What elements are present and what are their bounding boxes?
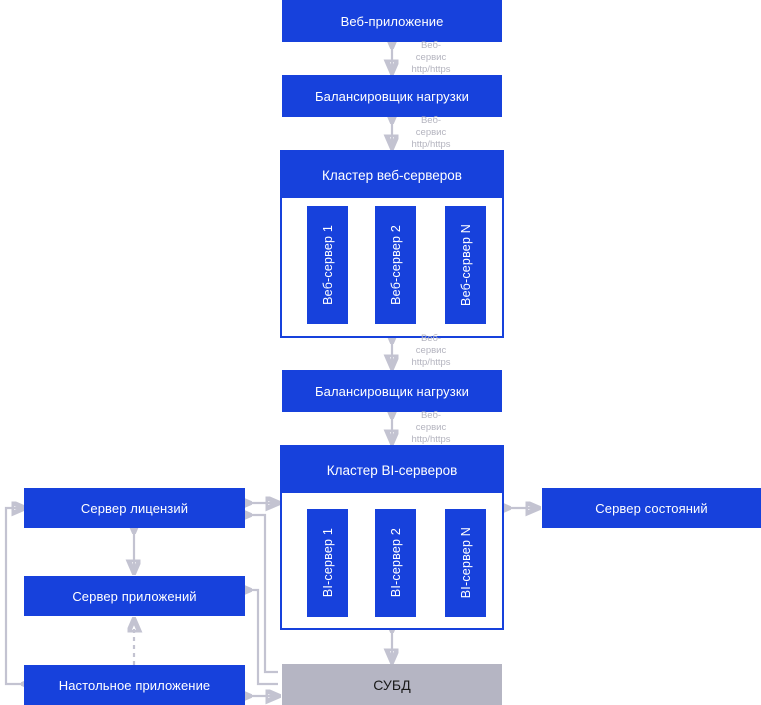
node-label: Балансировщик нагрузки bbox=[315, 383, 469, 399]
node-web-server-2[interactable]: Веб-сервер 2 bbox=[375, 206, 416, 324]
edge-label-web-service-3: Веб- сервис http/https bbox=[411, 333, 451, 368]
node-label: Сервер лицензий bbox=[80, 500, 189, 516]
node-load-balancer-bottom[interactable]: Балансировщик нагрузки bbox=[282, 370, 502, 412]
node-label: Веб-сервер 1 bbox=[320, 225, 335, 305]
edge-desktop-license bbox=[249, 515, 278, 674]
node-web-server-n[interactable]: Веб-сервер N bbox=[445, 206, 486, 324]
node-license-server[interactable]: Сервер лицензий bbox=[24, 488, 245, 528]
node-label: Веб-приложение bbox=[340, 13, 444, 29]
node-bi-server-1[interactable]: BI-сервер 1 bbox=[307, 509, 348, 617]
node-database[interactable]: СУБД bbox=[282, 664, 502, 705]
node-label: Веб-сервер 2 bbox=[388, 225, 403, 305]
node-label: Сервер состояний bbox=[595, 500, 708, 516]
node-label: Настольное приложение bbox=[58, 677, 211, 693]
node-bi-server-n[interactable]: BI-сервер N bbox=[445, 509, 486, 617]
cluster-title-label: Кластер веб-серверов bbox=[322, 167, 462, 183]
node-label: BI-сервер 2 bbox=[388, 528, 403, 598]
node-web-server-1[interactable]: Веб-сервер 1 bbox=[307, 206, 348, 324]
node-desktop-application[interactable]: Настольное приложение bbox=[24, 665, 245, 705]
node-label: Сервер приложений bbox=[72, 588, 197, 604]
node-load-balancer-top[interactable]: Балансировщик нагрузки bbox=[282, 75, 502, 117]
edge-label-web-service-4: Веб- сервис http/https bbox=[411, 410, 451, 445]
node-bi-server-2[interactable]: BI-сервер 2 bbox=[375, 509, 416, 617]
node-label: BI-сервер 1 bbox=[320, 528, 335, 598]
node-label: СУБД bbox=[373, 676, 411, 693]
cluster-bi-servers-title: Кластер BI-серверов bbox=[282, 447, 502, 493]
cluster-title-label: Кластер BI-серверов bbox=[326, 462, 458, 478]
edge-label-web-service-2: Веб- сервис http/https bbox=[411, 115, 451, 150]
node-state-server[interactable]: Сервер состояний bbox=[542, 488, 761, 528]
node-label: Веб-сервер N bbox=[458, 224, 473, 306]
cluster-web-servers-title: Кластер веб-серверов bbox=[282, 152, 502, 198]
node-label: Балансировщик нагрузки bbox=[315, 88, 469, 104]
edge-left-bracket bbox=[4, 508, 24, 684]
node-web-application[interactable]: Веб-приложение bbox=[282, 0, 502, 42]
node-application-server[interactable]: Сервер приложений bbox=[24, 576, 245, 616]
edge-label-web-service-1: Веб- сервис http/https bbox=[411, 40, 451, 75]
node-label: BI-сервер N bbox=[458, 527, 473, 599]
edge-desktop-appserver bbox=[249, 590, 278, 686]
